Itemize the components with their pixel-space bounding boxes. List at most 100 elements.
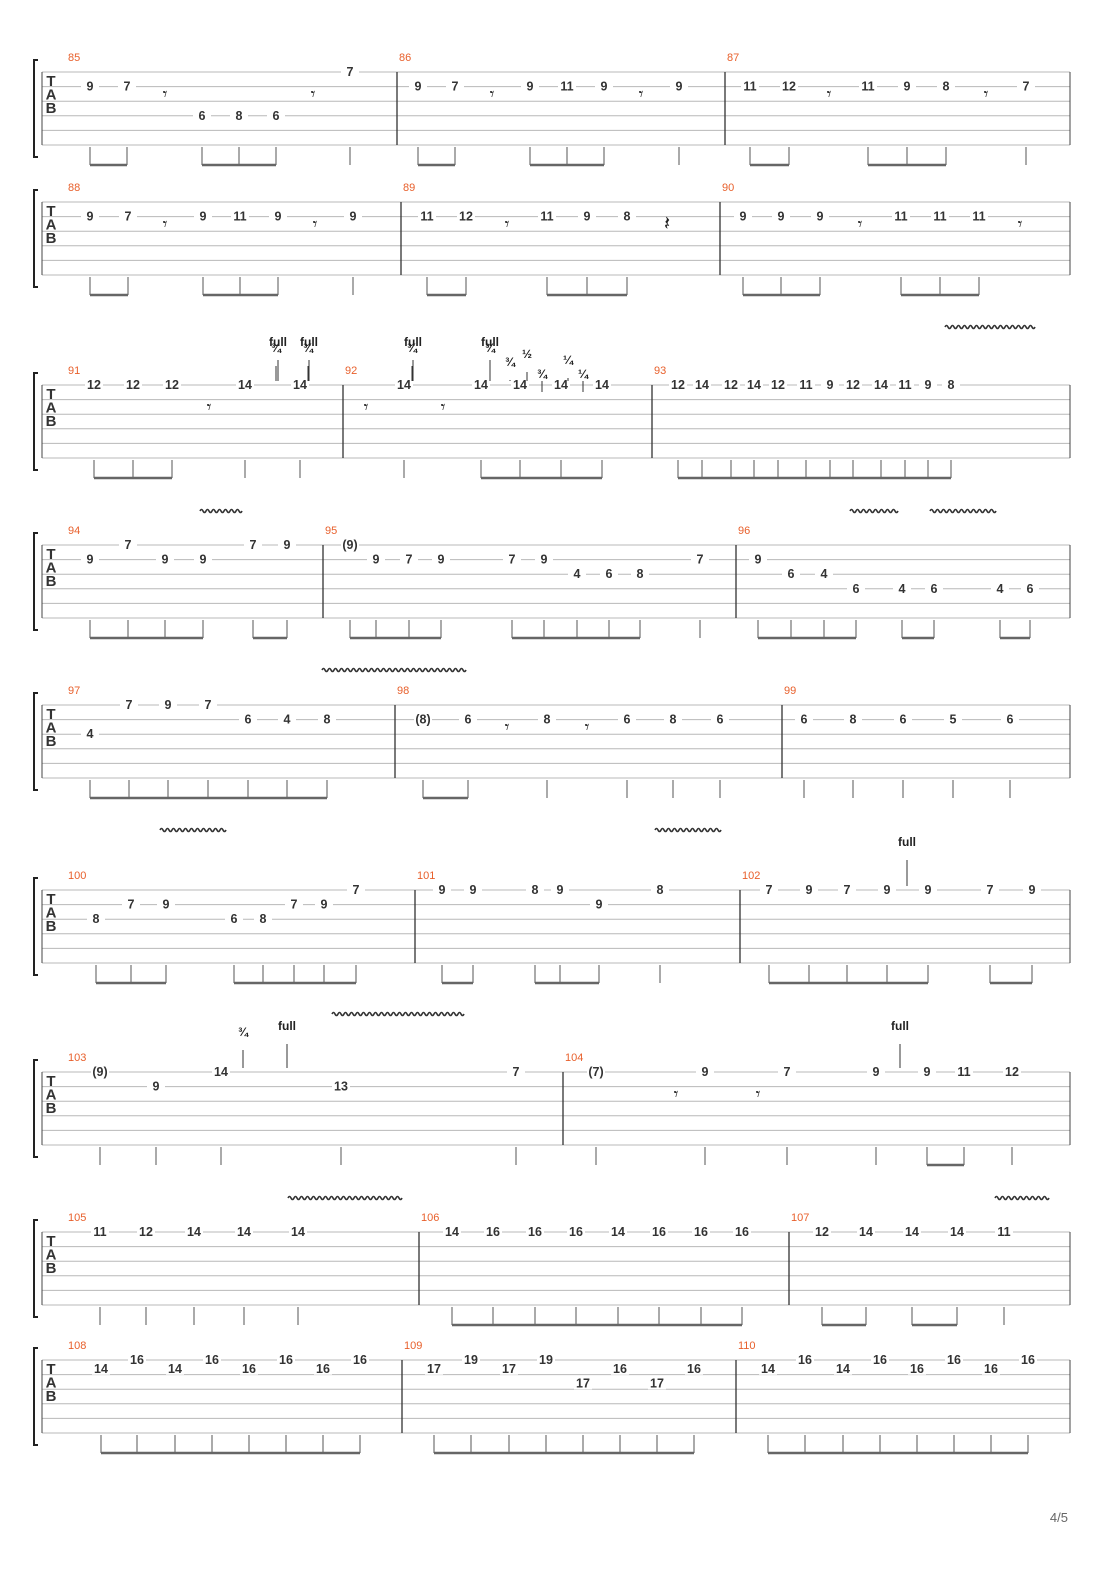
fret-mask [898,79,916,93]
eighth-rest: 𝄾 [490,84,495,104]
fret-number: 8 [532,883,539,897]
fret-mask [745,378,763,391]
fret-mask [693,378,711,391]
fret-mask [1003,1065,1021,1078]
fret-number: 12 [126,378,140,392]
fret-number: 16 [316,1362,330,1376]
fret-number: 7 [291,898,298,912]
fret-mask [1017,79,1035,93]
fret-number: 14 [291,1225,305,1239]
bend-label: full [891,1019,909,1033]
tab-clef-letter: A [46,720,57,737]
fret-number: 17 [427,1362,441,1376]
fret-number: 17 [650,1376,664,1390]
fret-number: 16 [652,1225,666,1239]
fret-mask [240,1361,258,1375]
fret-number: 9 [873,1065,880,1079]
fret-mask [124,378,142,391]
tab-clef-letter: T [46,73,55,90]
fret-mask [590,897,608,911]
fret-number: 12 [671,378,685,392]
fret-number: 11 [743,80,756,94]
fret-mask [651,883,669,896]
fret-number: 8 [948,378,955,392]
fret-mask [903,1225,921,1238]
fret-mask [194,552,212,566]
fret-number: 14 [397,378,411,392]
fret-mask [500,1361,518,1375]
bend-label: ¾ [303,341,314,355]
fret-mask [578,209,596,223]
measure-number: 93 [654,365,666,377]
fret-mask [166,1361,184,1375]
fret-mask [159,698,177,711]
fret-number: 9 [153,1080,160,1094]
fret-mask [942,378,960,391]
fret-number: 14 [761,1362,775,1376]
fret-mask [526,1225,544,1238]
fret-number: 4 [574,567,581,581]
fret-number: 4 [997,582,1004,596]
fret-mask [418,209,436,223]
tab-clef-letter: A [46,1375,57,1392]
fret-mask [91,1225,109,1238]
fret-number: 6 [465,713,472,727]
fret-number: 16 [279,1353,293,1367]
fret-mask [769,378,787,391]
fret-mask [1023,883,1041,896]
measure-number: 103 [68,1052,86,1064]
fret-mask [691,552,709,566]
fret-mask [857,1225,875,1238]
fret-number: 8 [260,912,267,926]
fret-number: 6 [900,713,907,727]
fret-number: 16 [130,1353,144,1367]
fret-number: 19 [539,1353,553,1367]
fret-mask [600,567,618,581]
fret-number: 16 [694,1225,708,1239]
fret-number: 7 [452,80,459,94]
fret-number: 9 [702,1065,709,1079]
fret-number: 8 [624,210,631,224]
fret-number: 11 [93,1225,106,1239]
fret-mask [81,209,99,223]
measure-number: 91 [68,365,80,377]
eighth-rest: 𝄾 [674,1084,679,1104]
fret-number: 7 [406,553,413,567]
fret-mask [462,1353,480,1366]
fret-mask [526,883,544,896]
fret-mask [120,698,138,711]
measure-number: 108 [68,1340,86,1352]
fret-mask [269,209,287,223]
fret-mask [185,1225,203,1238]
fret-number: 9 [415,80,422,94]
tab-clef-letter: T [46,386,55,403]
measure-number: 87 [727,52,739,64]
fret-number: 14 [293,378,307,392]
vibrato-mark [321,667,467,673]
measure-number: 106 [421,1212,439,1224]
fret-number: 9 [557,883,564,897]
fret-mask [278,538,296,551]
fret-number: (9) [92,1065,107,1079]
fret-mask [931,209,949,223]
fret-number: 9 [87,210,94,224]
fret-mask [459,712,477,726]
tab-clef-letter: B [46,573,57,590]
tab-clef-letter: B [46,230,57,247]
fret-mask [1019,1353,1037,1366]
fret-mask [991,581,1009,595]
fret-number: 9 [596,898,603,912]
fret-mask [834,1361,852,1375]
eighth-rest: 𝄾 [827,84,832,104]
fret-number: 9 [275,210,282,224]
measure-number: 100 [68,870,86,882]
fret-number: 5 [950,713,957,727]
fret-mask [425,1361,443,1375]
fret-number: 11 [420,210,433,224]
fret-mask [537,1353,555,1366]
eighth-rest: 𝄾 [505,717,510,737]
system-bracket [33,1059,38,1158]
